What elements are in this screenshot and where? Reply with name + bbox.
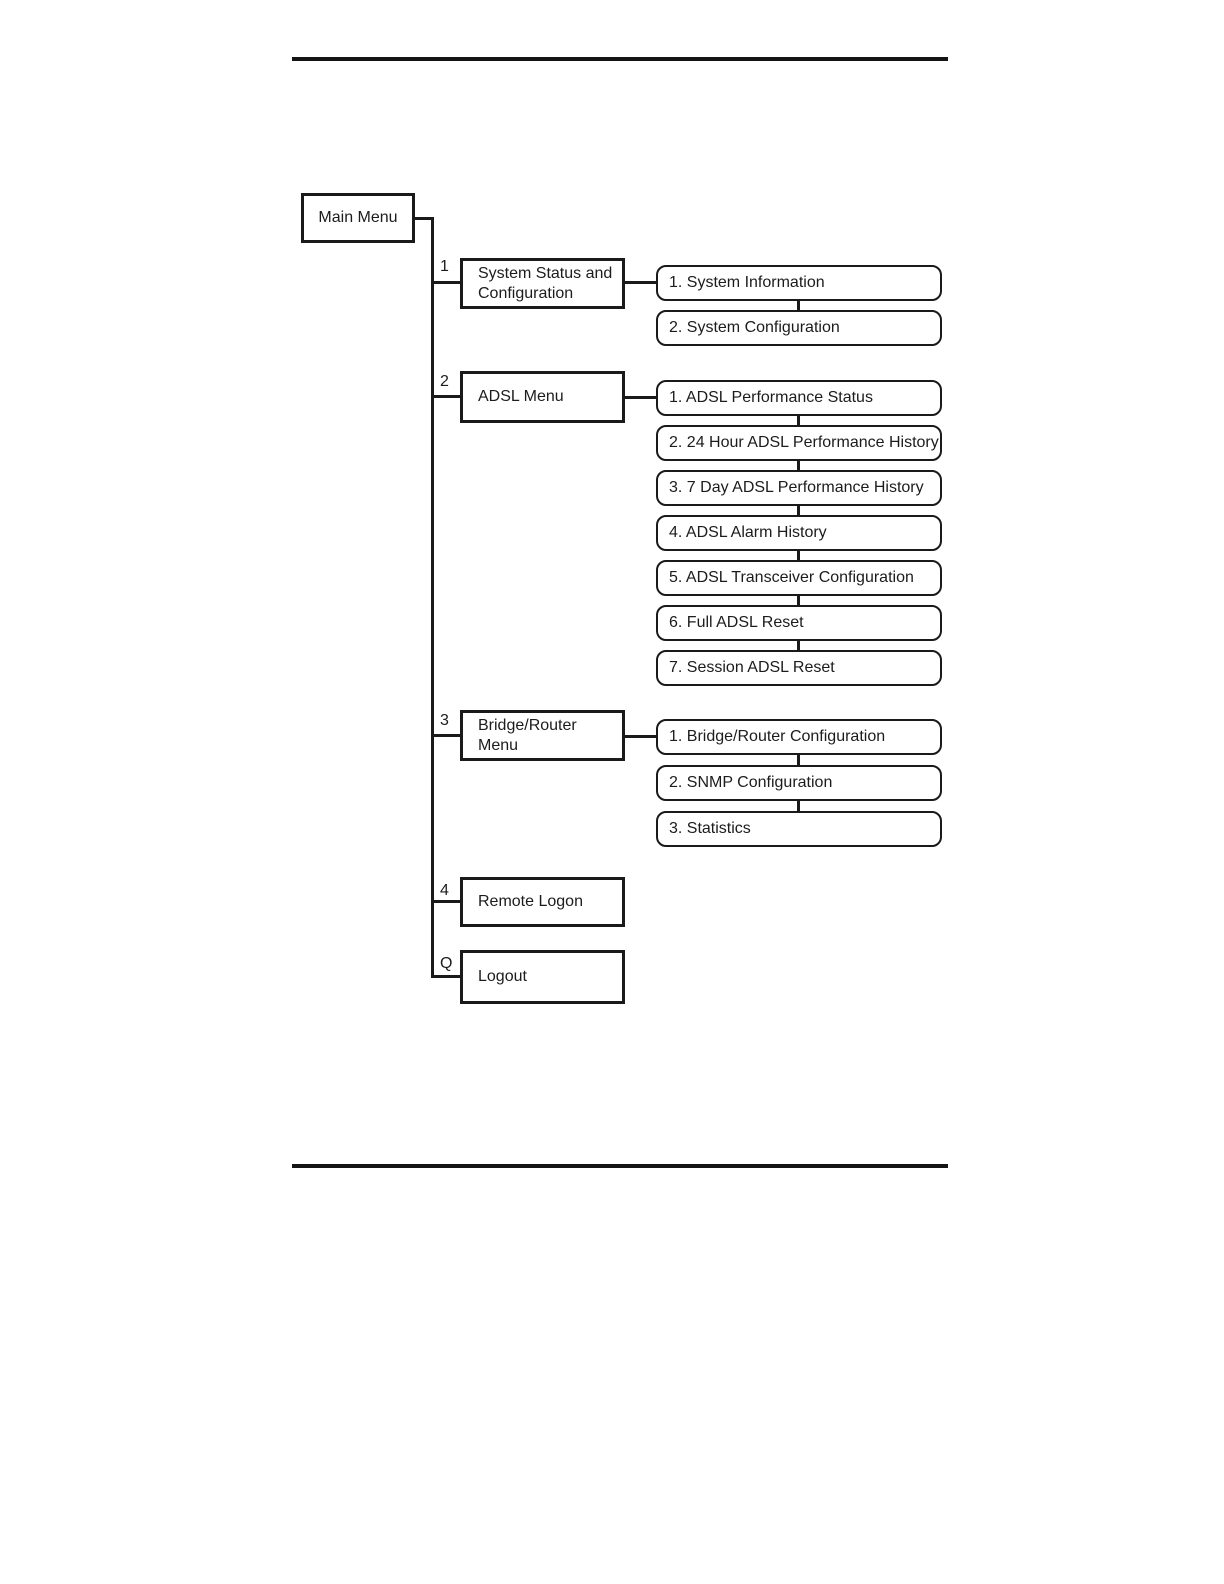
item-connector-line — [797, 301, 800, 310]
menu-item-label: 2. 24 Hour ADSL Performance History — [669, 434, 939, 451]
menu-item-label: 5. ADSL Transceiver Configuration — [669, 569, 914, 586]
bottom-rule — [292, 1164, 948, 1168]
menu-item-label: 1. System Information — [669, 274, 825, 291]
branch-1-items-connector-line — [625, 281, 656, 284]
menu-item-session-adsl-reset: 7. Session ADSL Reset — [656, 650, 942, 686]
item-connector-line — [797, 755, 800, 765]
branch-1-connector-line — [431, 281, 460, 284]
menu-box-remote-logon-label: Remote Logon — [478, 893, 583, 910]
menu-item-label: 6. Full ADSL Reset — [669, 614, 804, 631]
menu-item-label: 1. Bridge/Router Configuration — [669, 728, 886, 745]
branch-4-key-label: 4 — [440, 882, 449, 899]
menu-item-adsl-performance-status: 1. ADSL Performance Status — [656, 380, 942, 416]
menu-box-remote-logon: Remote Logon — [460, 877, 625, 927]
branch-q-connector-line — [431, 975, 460, 978]
menu-item-label: 1. ADSL Performance Status — [669, 389, 873, 406]
main-menu-label: Main Menu — [318, 209, 398, 226]
menu-item-statistics: 3. Statistics — [656, 811, 942, 847]
branch-2-connector-line — [431, 395, 460, 398]
item-connector-line — [797, 506, 800, 515]
menu-box-system-status: System Status and Configuration — [460, 258, 625, 309]
item-connector-line — [797, 641, 800, 650]
branch-q-key-label: Q — [440, 955, 453, 972]
menu-box-adsl-menu: ADSL Menu — [460, 371, 625, 423]
menu-item-label: 3. 7 Day ADSL Performance History — [669, 479, 924, 496]
branch-2-key-label: 2 — [440, 373, 449, 390]
menu-item-24-hour-adsl-performance-history: 2. 24 Hour ADSL Performance History — [656, 425, 942, 461]
item-connector-line — [797, 551, 800, 560]
menu-box-system-status-label: System Status and Configuration — [478, 264, 613, 302]
menu-box-adsl-menu-label: ADSL Menu — [478, 388, 564, 405]
menu-item-bridge-router-configuration: 1. Bridge/Router Configuration — [656, 719, 942, 755]
menu-item-label: 2. System Configuration — [669, 319, 840, 336]
branch-3-connector-line — [431, 734, 460, 737]
branch-3-key-label: 3 — [440, 712, 449, 729]
branch-3-items-connector-line — [625, 735, 656, 738]
main-menu-connector-line — [413, 217, 433, 220]
menu-box-logout-label: Logout — [478, 968, 527, 985]
branch-2-items-connector-line — [625, 396, 656, 399]
menu-item-label: 2. SNMP Configuration — [669, 774, 833, 791]
branch-1-key-label: 1 — [440, 258, 449, 275]
menu-box-logout: Logout — [460, 950, 625, 1004]
menu-item-label: 4. ADSL Alarm History — [669, 524, 827, 541]
menu-item-snmp-configuration: 2. SNMP Configuration — [656, 765, 942, 801]
top-rule — [292, 57, 948, 61]
tree-trunk-line — [431, 217, 434, 978]
item-connector-line — [797, 801, 800, 811]
item-connector-line — [797, 461, 800, 470]
menu-item-full-adsl-reset: 6. Full ADSL Reset — [656, 605, 942, 641]
menu-item-label: 7. Session ADSL Reset — [669, 659, 835, 676]
menu-item-label: 3. Statistics — [669, 820, 751, 837]
main-menu-box: Main Menu — [301, 193, 415, 243]
menu-item-system-information: 1. System Information — [656, 265, 942, 301]
item-connector-line — [797, 596, 800, 605]
menu-box-bridge-router-menu-label: Bridge/Router Menu — [478, 716, 577, 754]
branch-4-connector-line — [431, 900, 460, 903]
item-connector-line — [797, 416, 800, 425]
menu-item-adsl-alarm-history: 4. ADSL Alarm History — [656, 515, 942, 551]
menu-box-bridge-router-menu: Bridge/Router Menu — [460, 710, 625, 761]
menu-item-system-configuration: 2. System Configuration — [656, 310, 942, 346]
menu-item-adsl-transceiver-configuration: 5. ADSL Transceiver Configuration — [656, 560, 942, 596]
menu-item-7-day-adsl-performance-history: 3. 7 Day ADSL Performance History — [656, 470, 942, 506]
